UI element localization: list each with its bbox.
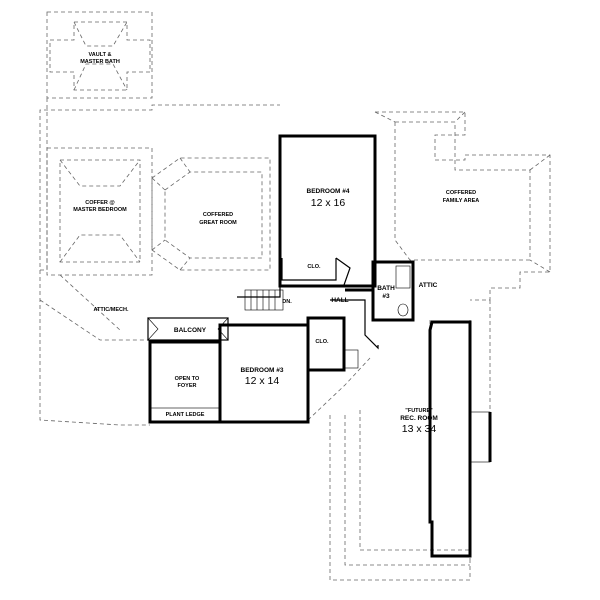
label-open-to-foyer-line1: OPEN TO	[175, 376, 200, 382]
label-bedroom-3-size: 12 x 14	[245, 375, 280, 387]
label-bath-3-line2: #3	[382, 293, 390, 300]
label-future: "FUTURE"	[405, 408, 433, 414]
roof-outlines	[39, 11, 551, 581]
label-bedroom-4: BEDROOM #4	[307, 188, 350, 195]
label-balcony: BALCONY	[174, 327, 207, 334]
label-vault-master-bath-line1: VAULT &	[88, 52, 111, 58]
label-vault-master-bath-line2: MASTER BATH	[80, 59, 120, 65]
label-coffered-great-room-line2: GREAT ROOM	[199, 220, 237, 226]
label-open-to-foyer-line2: FOYER	[178, 383, 197, 389]
label-rec-room-size: 13 x 34	[402, 423, 437, 435]
label-closet-upper: CLO.	[307, 264, 321, 270]
label-rec-room: REC. ROOM	[400, 415, 438, 422]
label-attic: ATTIC	[419, 282, 438, 289]
label-bedroom-4-size: 12 x 16	[311, 197, 346, 209]
label-plant-ledge: PLANT LEDGE	[166, 412, 205, 418]
label-coffer-master-bedroom-line1: COFFER @	[85, 200, 115, 206]
label-coffered-family-area-line2: FAMILY AREA	[443, 198, 479, 204]
label-hall: HALL	[331, 297, 348, 304]
label-bath-3-line1: BATH	[377, 285, 395, 292]
label-closet-lower: CLO.	[315, 339, 329, 345]
label-coffer-master-bedroom-line2: MASTER BEDROOM	[73, 207, 127, 213]
label-coffered-great-room-line1: COFFERED	[203, 212, 233, 218]
label-coffered-family-area-line1: COFFERED	[446, 190, 476, 196]
label-attic-mech: ATTIC/MECH.	[93, 307, 129, 313]
stair	[244, 289, 284, 311]
room-labels: VAULT & MASTER BATH COFFER @ MASTER BEDR…	[73, 52, 479, 435]
walls	[147, 134, 492, 558]
label-bedroom-3: BEDROOM #3	[241, 367, 284, 374]
label-stair-down: DN.	[282, 299, 292, 305]
